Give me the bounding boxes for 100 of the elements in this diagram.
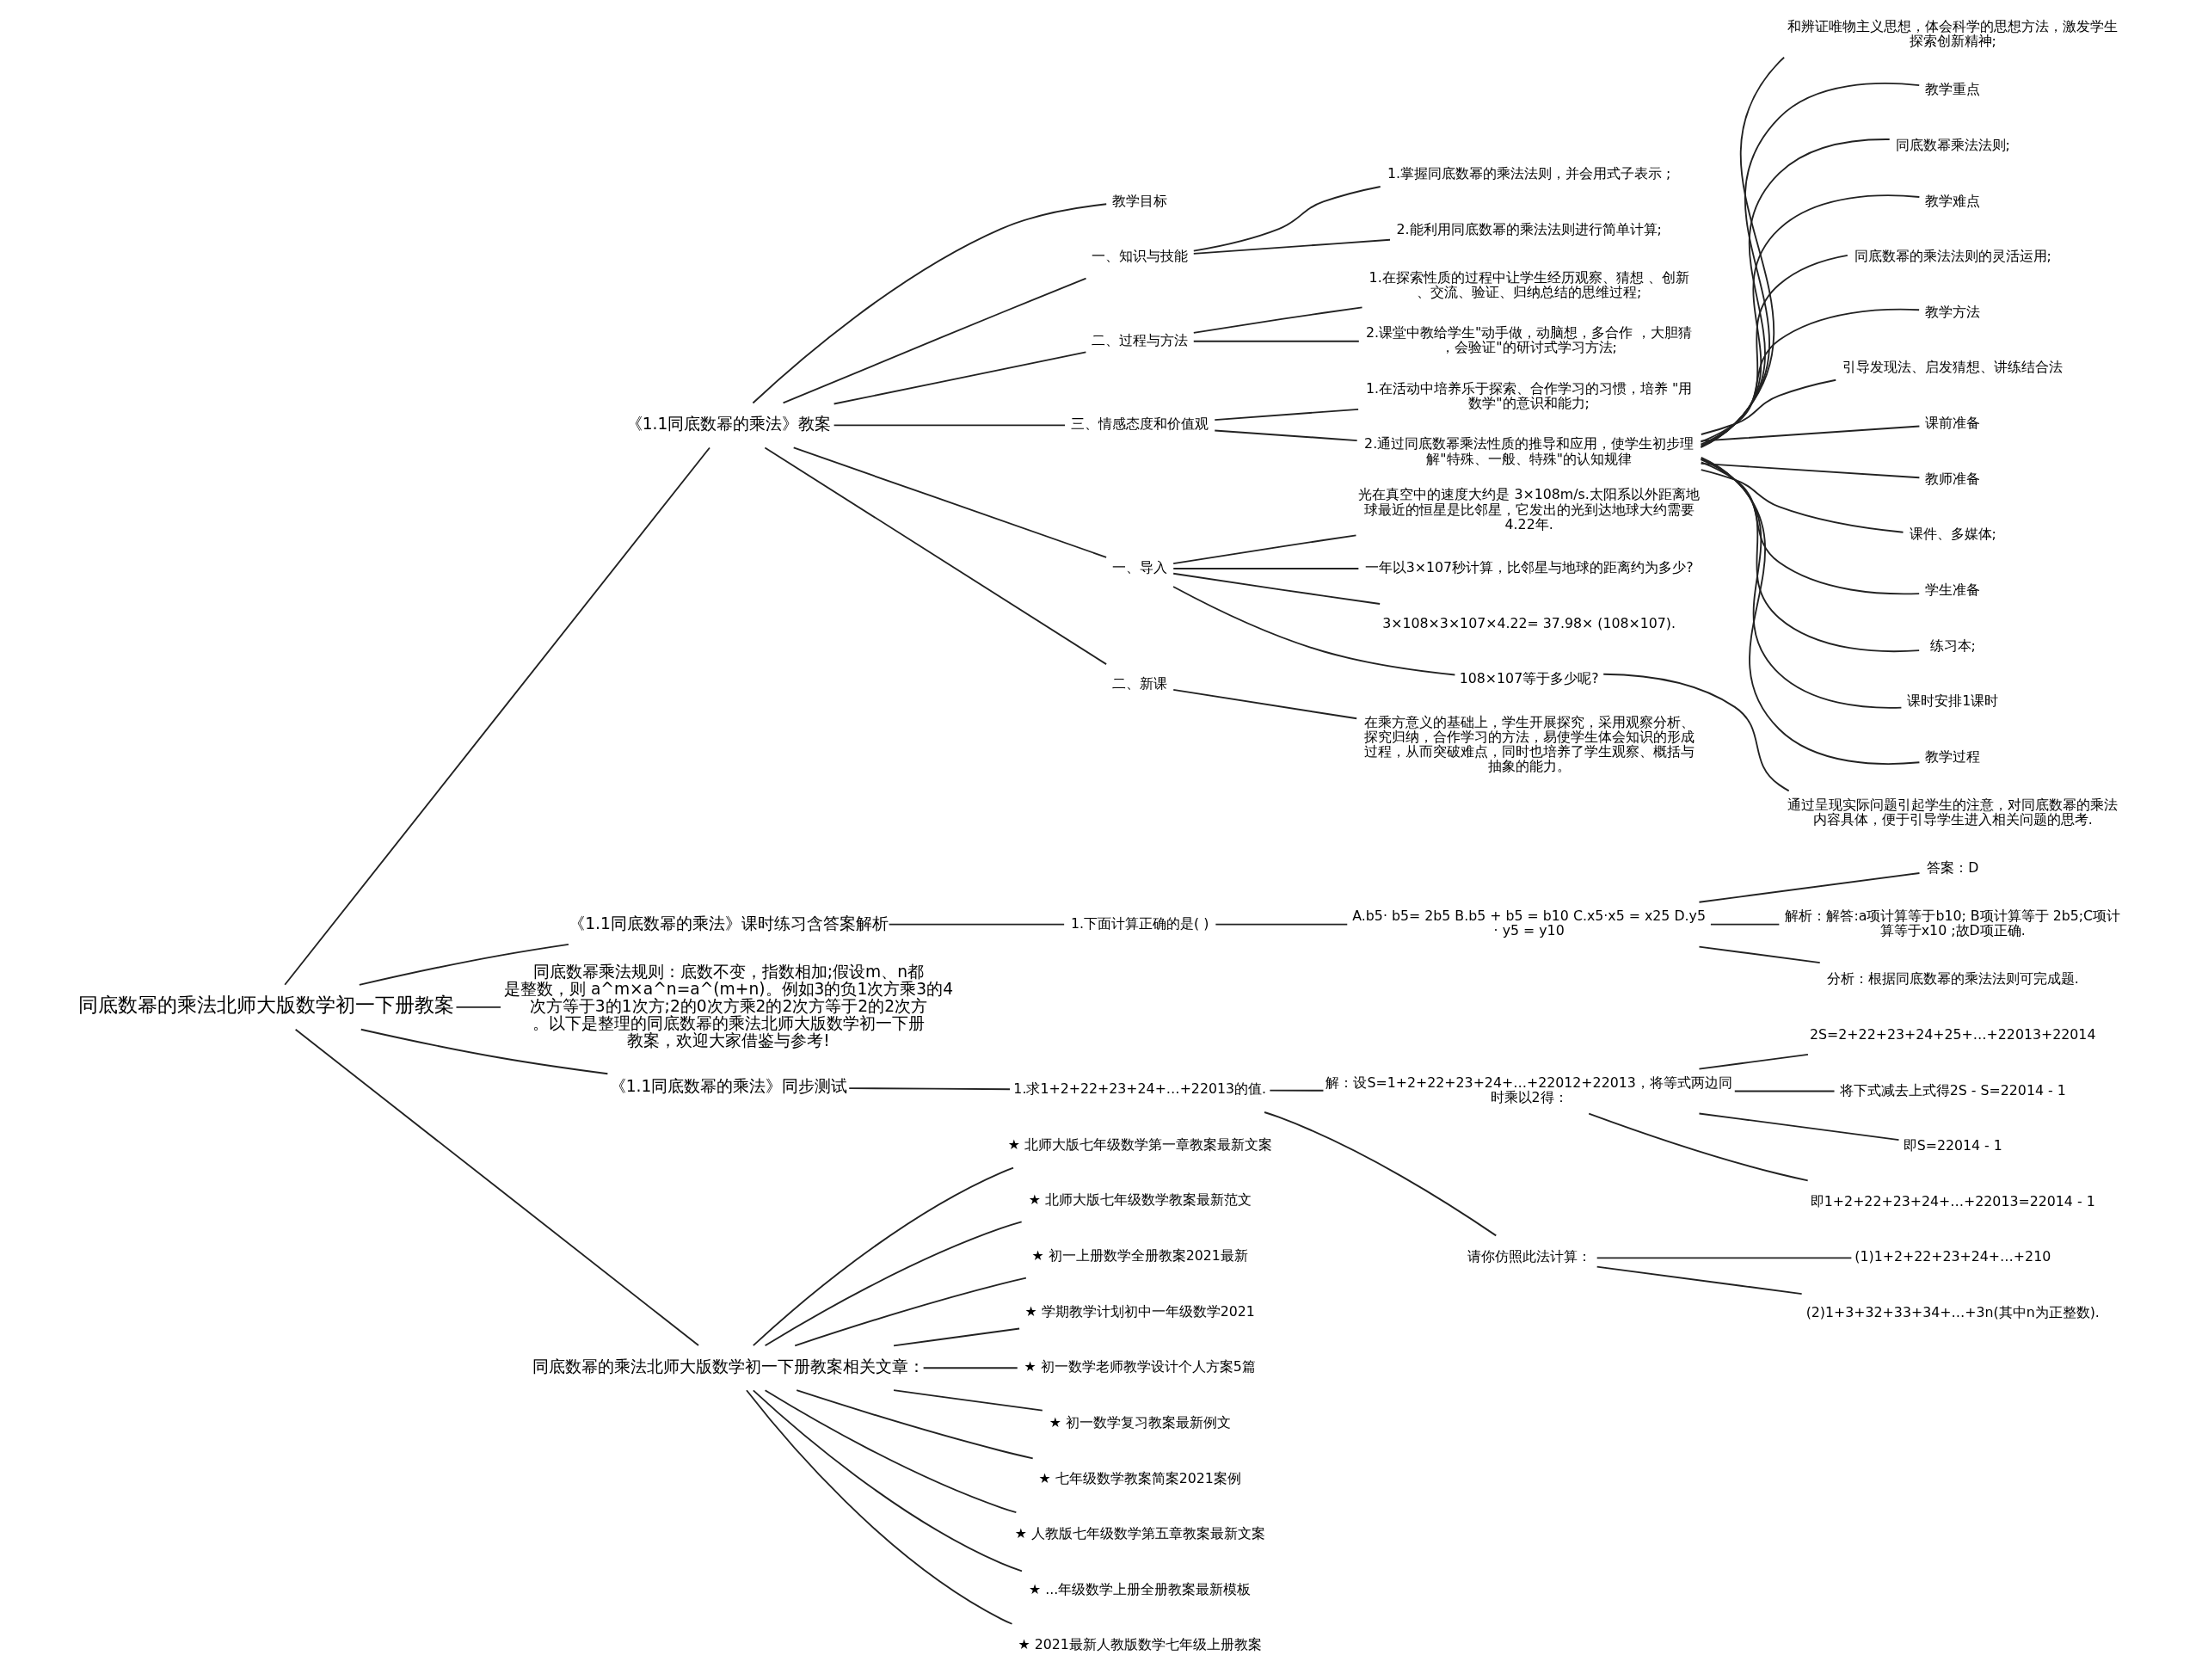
node-text: 2.通过同底数幂乘法性质的推导和应用，使学生初步理解"特殊、一般、特殊"的认知规律	[1364, 434, 1695, 467]
node-text: 108×107等于多少呢?	[1459, 669, 1599, 686]
node-text: 教学方法	[1925, 303, 1981, 320]
node-text: ★ 初一数学老师教学设计个人方案5篇	[1024, 1357, 1256, 1375]
node-text: 1.掌握同底数幂的乘法法则，并会用式子表示 ;	[1387, 164, 1671, 182]
node-text: 引导发现法、启发猜想、讲练结合法	[1842, 358, 2064, 375]
connector	[782, 277, 1087, 403]
node-text: ★ 北师大版七年级数学第一章教案最新文案	[1007, 1135, 1272, 1153]
connector	[294, 1028, 699, 1346]
node-text: ★ ...年级数学上册全册教案最新模板	[1029, 1580, 1252, 1597]
node-text: 三、情感态度和价值观	[1071, 415, 1209, 432]
connector	[1700, 457, 1903, 709]
node-text: 《1.1同底数幂的乘法》教案	[625, 414, 832, 433]
node-text: 教学难点	[1925, 192, 1981, 209]
connector	[764, 1221, 1023, 1346]
node-text: 1.求1+2+22+23+24+…+22013的值.	[1013, 1080, 1267, 1097]
node-text: 一、导入	[1112, 558, 1168, 575]
node-text: 教学目标	[1112, 192, 1168, 209]
connector	[1700, 458, 1921, 652]
node-text: 《1.1同底数幂的乘法》课时练习含答案解析	[569, 914, 889, 932]
node-text: 答案：D	[1927, 858, 1979, 876]
connector	[893, 1388, 1043, 1412]
node-text: 将下式减去上式得2S - S=22014 - 1	[1839, 1081, 2066, 1098]
connector	[794, 1277, 1027, 1346]
connector	[1214, 429, 1358, 441]
node-text: 教学重点	[1925, 80, 1981, 97]
connector	[1700, 254, 1848, 446]
node-text: 二、新课	[1112, 674, 1168, 692]
node-text: 请你仿照此法计算：	[1467, 1247, 1591, 1265]
connector	[1700, 425, 1921, 442]
connector	[752, 202, 1108, 403]
node-text: 1.在活动中培养乐于探索、合作学习的习惯，培养 "用数学"的意识和能力;	[1365, 379, 1693, 411]
node-text: 和辨证唯物主义思想，体会科学的思想方法，激发学生探索创新精神;	[1787, 17, 2119, 49]
node-text: 在乘方意义的基础上，学生开展探究，采用观察分析、探究归纳，合作学习的方法，易使学生体会知识的形成过程，从而突破难点，同时也培养了学生观察、概括与抽象的能力。	[1363, 713, 1695, 774]
node-text: 二、过程与方法	[1092, 331, 1189, 348]
node-text: 即1+2+22+23+24+…+22013=22014 - 1	[1810, 1192, 2095, 1209]
connector	[360, 1028, 609, 1074]
node-text: A.b5· b5= 2b5 B.b5 + b5 = b10 C.x5·x5 = x25 D.y5 · y5 = y10	[1352, 907, 1706, 938]
connector	[1709, 923, 1781, 926]
node-text: 课时安排1课时	[1907, 692, 1999, 709]
node-text: 通过呈现实际问题引起学生的注意，对同底数幂的乘法内容具体，便于引导学生进入相关问题的思考.	[1787, 796, 2119, 828]
connector	[764, 446, 1108, 665]
connector	[1596, 1257, 1853, 1258]
connector	[1698, 945, 1821, 963]
node-text: 2.课堂中教给学生"动手做，动脑想，多合作 ，大胆猜，会验证"的研讨式学习方法;	[1365, 323, 1693, 355]
connector	[1192, 340, 1360, 342]
connector	[284, 446, 710, 986]
connector	[752, 1166, 1014, 1346]
node-text: 练习本;	[1929, 637, 1976, 654]
node-text: 一年以3×107秒计算，比邻星与地球的距离约为多少?	[1364, 558, 1694, 575]
connector	[1192, 305, 1363, 334]
connector	[1264, 1111, 1498, 1236]
connector	[1698, 1053, 1809, 1070]
connector	[1192, 185, 1381, 251]
node-text: 同底数幂乘法法则;	[1895, 136, 2010, 153]
node-text: ★ 学期教学计划初中一年级数学2021	[1024, 1302, 1255, 1320]
connector	[922, 1366, 1018, 1369]
connector	[792, 446, 1108, 558]
node-text: 一、知识与技能	[1092, 247, 1189, 264]
connector	[1700, 56, 1786, 448]
connector	[796, 1388, 1034, 1459]
connector	[1588, 1112, 1809, 1181]
node-text: 同底数幂的乘法北师大版数学初一下册教案	[77, 993, 454, 1016]
connector	[848, 1086, 1011, 1090]
connector	[1269, 1089, 1325, 1092]
connector	[1172, 572, 1381, 605]
connector	[1214, 408, 1360, 421]
node-text: 3×108×3×107×4.22= 37.98× (108×107).	[1382, 614, 1676, 631]
connector	[1733, 1090, 1836, 1092]
node-text: 解析：解答:a项计算等于b10; B项计算等于 2b5;C项计算等于x10 ;故D项正确.	[1785, 907, 2121, 938]
connector	[1700, 378, 1837, 435]
node-text: 1.在探索性质的过程中让学生经历观察、猜想 、创新、交流、验证、归纳总结的思维过程;	[1369, 268, 1689, 300]
node-text: ★ 北师大版七年级数学教案最新范文	[1028, 1191, 1252, 1208]
node-text: 光在真空中的速度大约是 3×108m/s.太阳系以外距离地球最近的恒星是比邻星，它发出的光到达地球大约需要4.22年.	[1358, 485, 1700, 532]
connector	[358, 943, 569, 986]
connector	[1700, 456, 1921, 765]
node-text: 教学过程	[1925, 748, 1981, 765]
node-text: 教师准备	[1925, 470, 1981, 487]
connector	[1596, 1265, 1803, 1295]
node-text: ★ 2021最新人教版数学七年级上册教案	[1018, 1635, 1262, 1652]
connector	[1192, 238, 1391, 255]
connector	[746, 1388, 1013, 1625]
connector	[833, 350, 1087, 404]
connector	[1602, 673, 1790, 791]
connector	[1698, 1112, 1900, 1141]
node-text: 同底数幂乘法规则：底数不变，指数相加;假设m、n都是整数，则 a^m×a^n=a^(m+n)。例如3的负1次方乘3的4次方等于3的1次方;2的0次方乘2的2次方等于2的2次方。以下是整理的同底数幂的乘法北师大版数学初一下册教案，欢迎大家借鉴与参考!	[503, 962, 954, 1049]
connector	[1700, 194, 1921, 446]
node-text: 即S=22014 - 1	[1903, 1136, 2002, 1154]
node-text: 同底数幂的乘法北师大版数学初一下册教案相关文章：	[532, 1357, 925, 1375]
connector	[1700, 461, 1921, 594]
connector	[893, 1327, 1021, 1346]
connector	[1215, 923, 1349, 926]
connector	[1172, 585, 1456, 675]
node-text: 2.能利用同底数幂的乘法法则进行简单计算;	[1396, 220, 1662, 237]
node-text: ★ 七年级数学教案简案2021案例	[1038, 1469, 1241, 1486]
connector	[752, 1389, 1023, 1572]
node-text: (2)1+3+32+33+34+…+3n(其中n为正整数).	[1805, 1303, 2100, 1320]
connector	[1700, 82, 1921, 447]
node-text: 学生准备	[1925, 581, 1981, 598]
node-text: 2S=2+22+23+24+25+…+22013+22014	[1810, 1025, 2096, 1043]
